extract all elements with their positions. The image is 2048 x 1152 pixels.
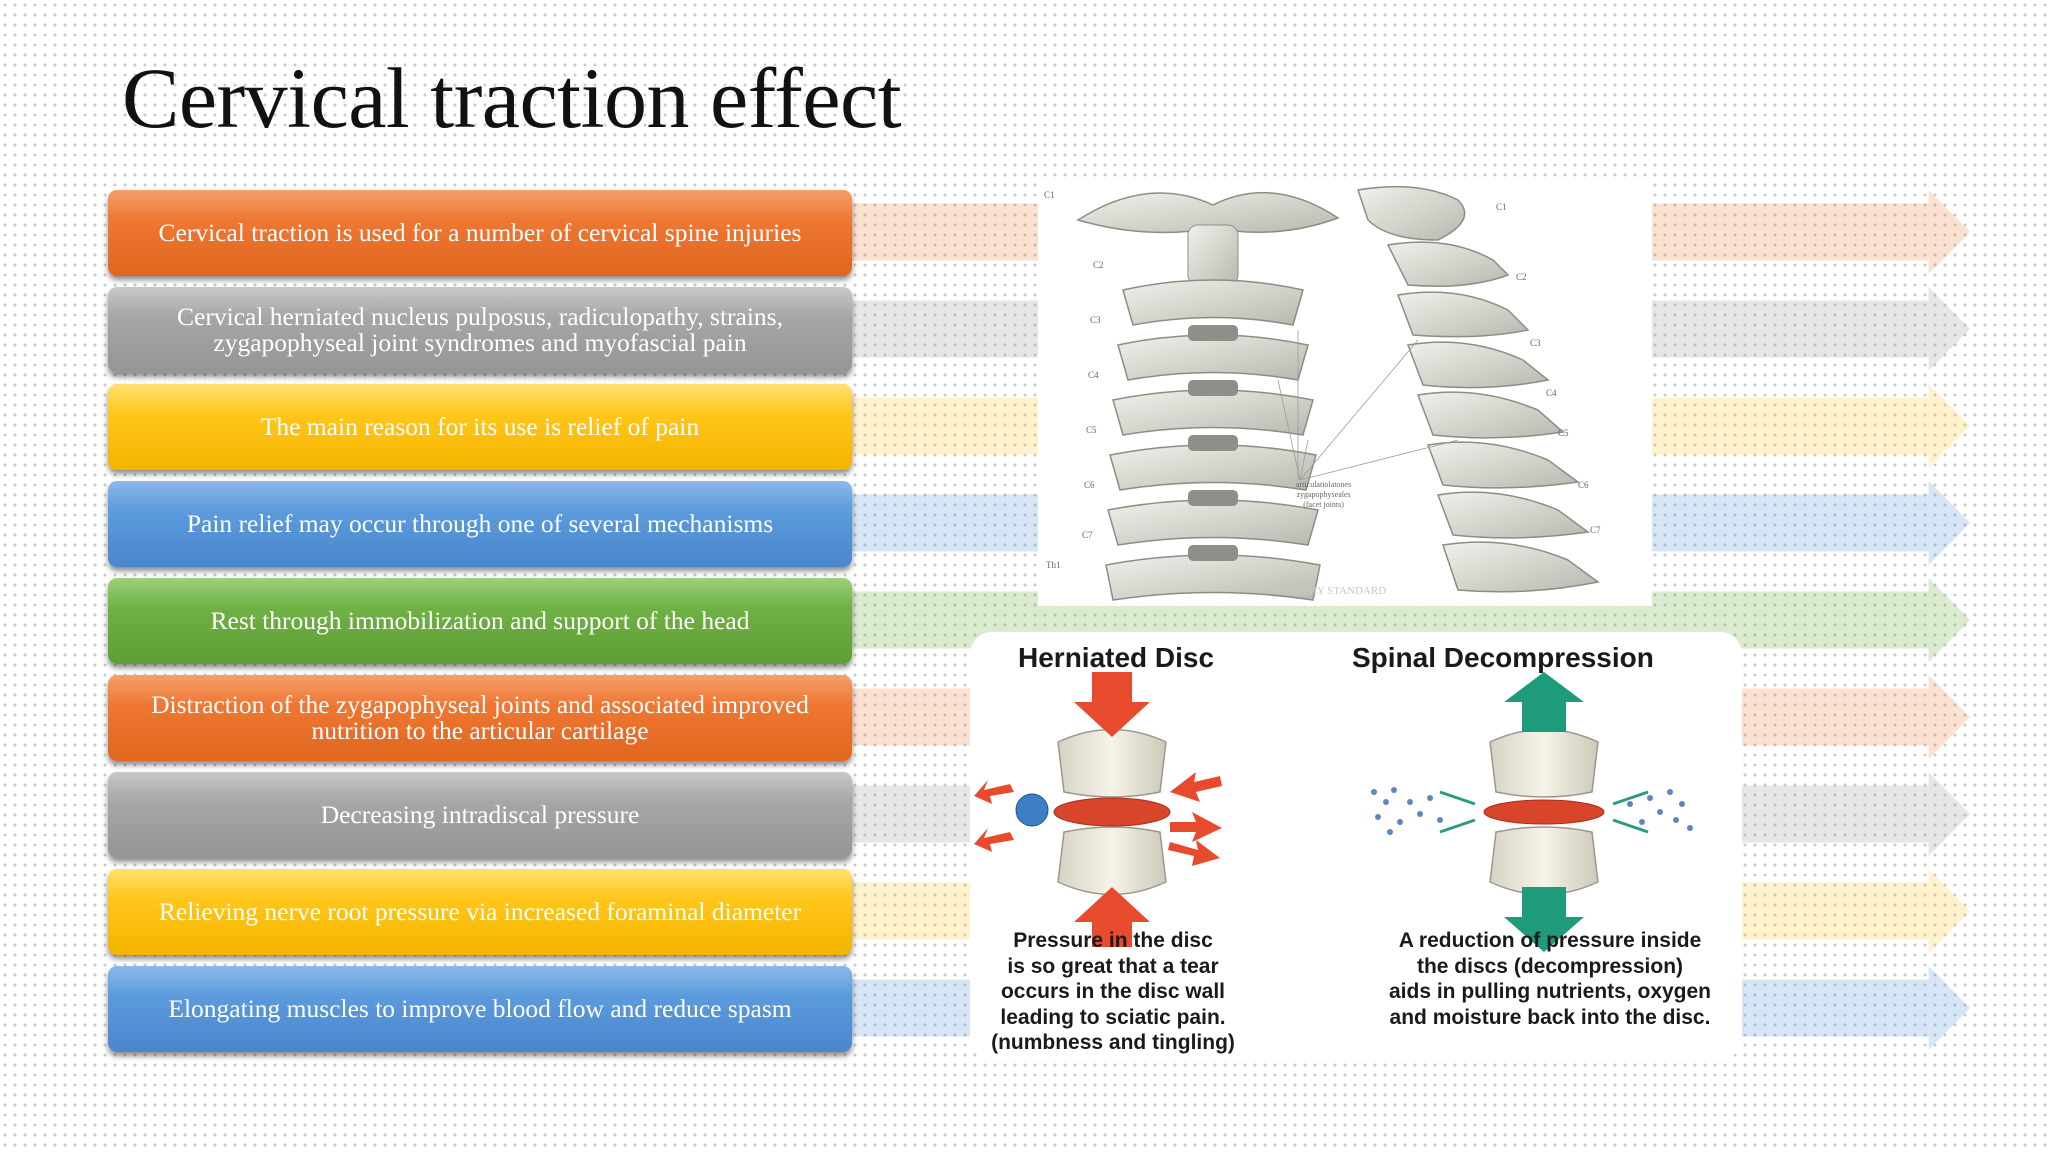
spine-label-side: C7 bbox=[1590, 525, 1601, 535]
spine-label-front: C2 bbox=[1093, 260, 1104, 270]
list-item: Relieving nerve root pressure via increa… bbox=[108, 869, 852, 955]
list-item: Pain relief may occur through one of sev… bbox=[108, 481, 852, 567]
watermark: ANATOMY STANDARD bbox=[1270, 585, 1387, 597]
list-item: Rest through immobilization and support … bbox=[108, 578, 852, 664]
spine-label-side: C4 bbox=[1546, 388, 1557, 398]
list-item: Decreasing intradiscal pressure bbox=[108, 772, 852, 858]
list-item: Cervical traction is used for a number o… bbox=[108, 190, 852, 276]
facet-joint-callout: articulatiolatones zygapophyseales (face… bbox=[1296, 480, 1352, 509]
list-item: Distraction of the zygapophyseal joints … bbox=[108, 675, 852, 761]
spine-label-front: C5 bbox=[1086, 425, 1097, 435]
list-item: Elongating muscles to improve blood flow… bbox=[108, 966, 852, 1052]
cervical-spine-drawing bbox=[1076, 185, 1600, 601]
spine-label-front: C6 bbox=[1084, 480, 1095, 490]
spine-label-side: C3 bbox=[1530, 338, 1541, 348]
disc-comparison-illustration: Herniated Disc Spinal Decompression bbox=[970, 632, 1742, 1060]
page-title: Cervical traction effect bbox=[122, 50, 902, 146]
spine-label-top: C1 bbox=[1044, 190, 1055, 200]
spine-label-side: C6 bbox=[1578, 480, 1589, 490]
spinal-decompression-title: Spinal Decompression bbox=[1352, 642, 1654, 673]
list-item: Cervical herniated nucleus pulposus, rad… bbox=[108, 287, 852, 373]
spine-label-side: C2 bbox=[1516, 272, 1527, 282]
spine-label-side: C1 bbox=[1496, 202, 1507, 212]
herniated-disc-title: Herniated Disc bbox=[1018, 642, 1215, 673]
disc-diagram bbox=[974, 672, 1693, 952]
spine-label-side: C5 bbox=[1558, 428, 1569, 438]
herniated-disc-caption: Pressure in the disc is so great that a … bbox=[991, 929, 1235, 1054]
spine-label-front: C4 bbox=[1088, 370, 1099, 380]
spine-label-front: C3 bbox=[1090, 315, 1101, 325]
spinal-decompression-caption: A reduction of pressure inside the discs… bbox=[1388, 929, 1712, 1029]
spine-label-front: C7 bbox=[1082, 530, 1093, 540]
list-item: The main reason for its use is relief of… bbox=[108, 384, 852, 470]
cervical-spine-illustration: C1 C2 C3 C4 C5 C6 C7 Th1 C1 C2 C3 C4 C5 … bbox=[1038, 180, 1652, 606]
spine-label-front: Th1 bbox=[1046, 560, 1061, 570]
